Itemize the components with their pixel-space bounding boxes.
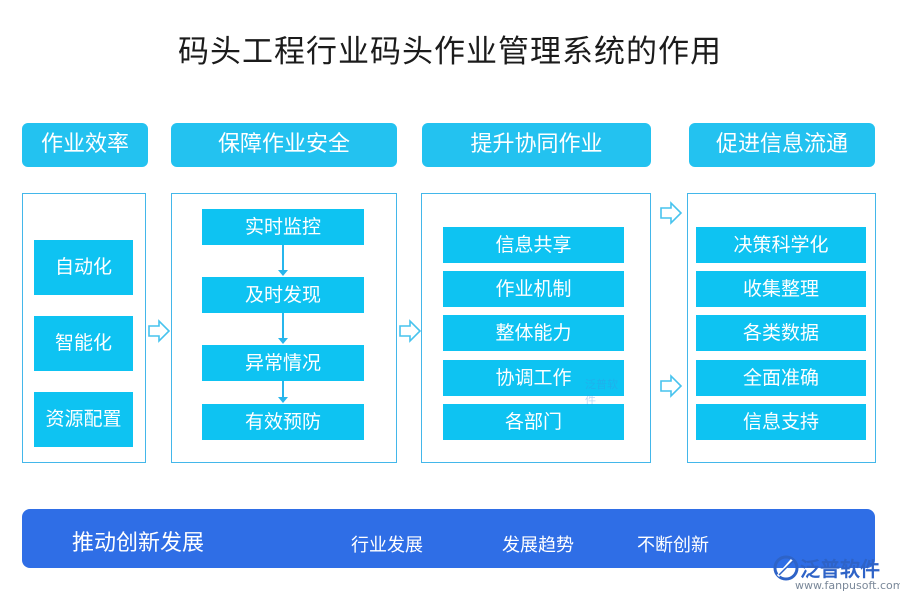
logo-url: www.fanpusoft.com bbox=[795, 579, 900, 592]
header-safety: 保障作业安全 bbox=[171, 123, 397, 167]
box-collect-organize: 收集整理 bbox=[696, 271, 866, 307]
right-arrow-icon bbox=[148, 319, 171, 343]
bottom-item-industry-development: 行业发展 bbox=[351, 535, 423, 556]
right-arrow-icon bbox=[660, 201, 683, 225]
bottom-item-development-trend: 发展趋势 bbox=[502, 535, 574, 556]
right-arrow-icon bbox=[399, 319, 422, 343]
box-realtime-monitoring: 实时监控 bbox=[202, 209, 364, 245]
header-information-flow: 促进信息流通 bbox=[689, 123, 875, 167]
fanpusoft-logo-icon bbox=[773, 555, 799, 581]
box-timely-discovery: 及时发现 bbox=[202, 277, 364, 313]
box-coordinate-work: 协调工作 bbox=[443, 360, 624, 396]
box-comprehensive-accurate: 全面准确 bbox=[696, 360, 866, 396]
bottom-main-label: 推动创新发展 bbox=[72, 531, 205, 556]
box-overall-capability: 整体能力 bbox=[443, 315, 624, 351]
header-collaboration: 提升协同作业 bbox=[422, 123, 651, 167]
box-info-sharing: 信息共享 bbox=[443, 227, 624, 263]
watermark-text: 泛普软件 bbox=[585, 378, 618, 407]
box-scientific-decision: 决策科学化 bbox=[696, 227, 866, 263]
diagram-title: 码头工程行业码头作业管理系统的作用 bbox=[178, 34, 722, 70]
box-abnormal-situation: 异常情况 bbox=[202, 345, 364, 381]
box-automation: 自动化 bbox=[34, 240, 133, 295]
box-all-data: 各类数据 bbox=[696, 315, 866, 351]
flow-arrow-2 bbox=[278, 313, 288, 344]
box-resource-allocation: 资源配置 bbox=[34, 392, 133, 447]
right-arrow-icon bbox=[660, 374, 683, 398]
box-departments: 各部门 bbox=[443, 404, 624, 440]
logo-name: 泛普软件 bbox=[800, 557, 880, 581]
box-intelligent: 智能化 bbox=[34, 316, 133, 371]
flow-arrow-3 bbox=[278, 381, 288, 403]
box-work-mechanism: 作业机制 bbox=[443, 271, 624, 307]
box-info-support: 信息支持 bbox=[696, 404, 866, 440]
box-effective-prevention: 有效预防 bbox=[202, 404, 364, 440]
flow-arrow-1 bbox=[278, 245, 288, 276]
header-efficiency: 作业效率 bbox=[22, 123, 148, 167]
bottom-banner bbox=[22, 509, 875, 568]
bottom-item-continuous-innovation: 不断创新 bbox=[637, 535, 709, 556]
